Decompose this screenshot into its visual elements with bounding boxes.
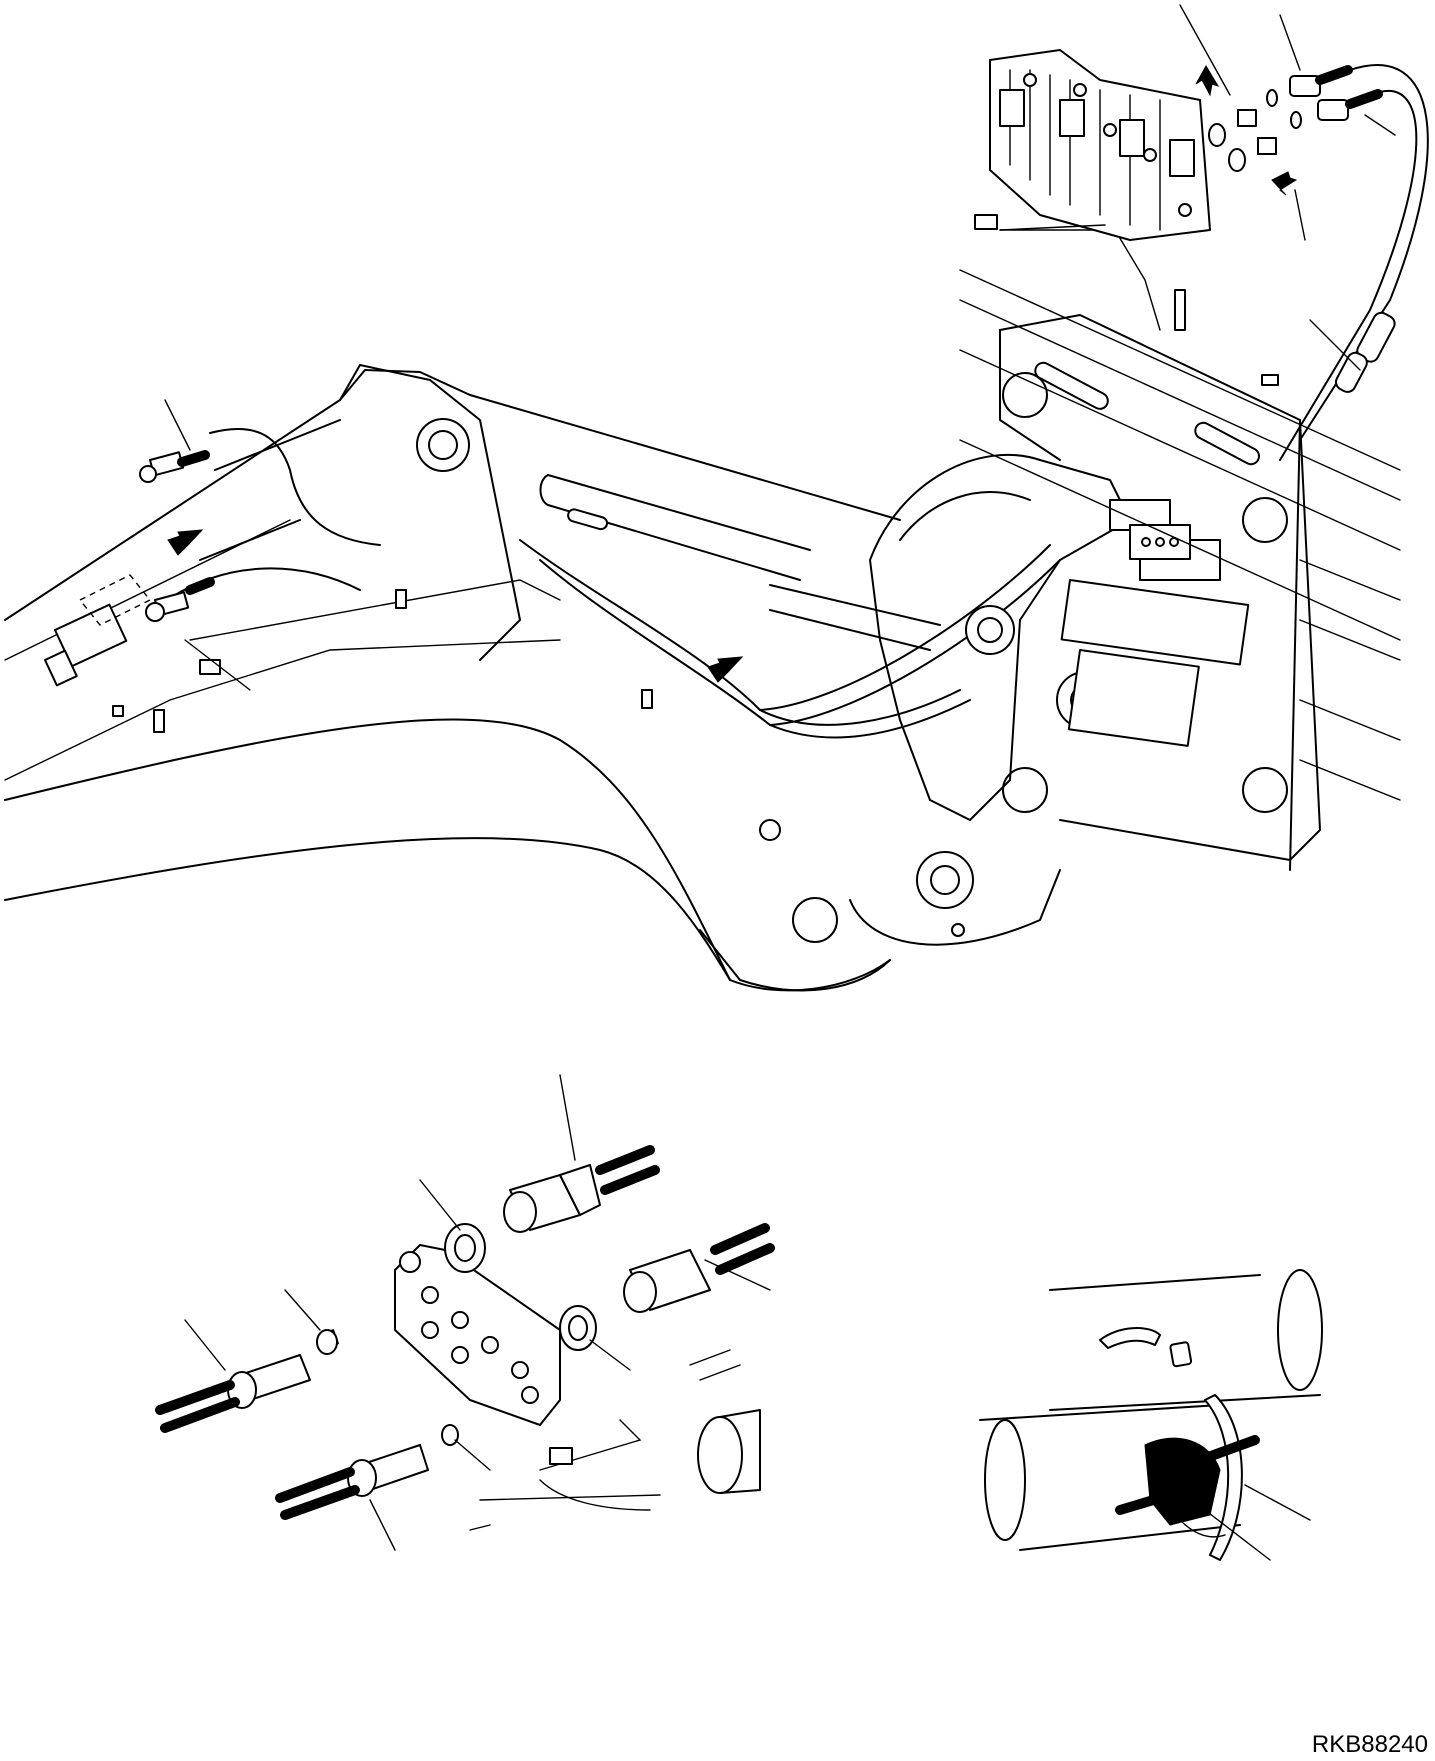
arrow-mid-boom xyxy=(707,656,744,683)
control-valve xyxy=(974,49,1211,241)
frame-lines xyxy=(959,229,1401,801)
boom-coupler-lower xyxy=(145,577,215,622)
leader-lines-top xyxy=(164,4,1396,691)
boom-hoses xyxy=(169,428,1061,739)
arrow-valve-upper xyxy=(1195,65,1220,97)
valve-fittings xyxy=(1208,65,1383,172)
boom-coupler-upper xyxy=(139,450,210,483)
long-hose xyxy=(1279,64,1429,461)
detail-fittings xyxy=(155,1074,775,1551)
arrow-left-boom xyxy=(167,529,204,556)
swing-frame xyxy=(699,314,1321,992)
detail-clamp xyxy=(979,1269,1323,1561)
drawing-code: RKB88240 xyxy=(1312,1731,1428,1758)
arrow-valve-lower xyxy=(1271,171,1298,196)
boom-assembly xyxy=(4,364,941,992)
